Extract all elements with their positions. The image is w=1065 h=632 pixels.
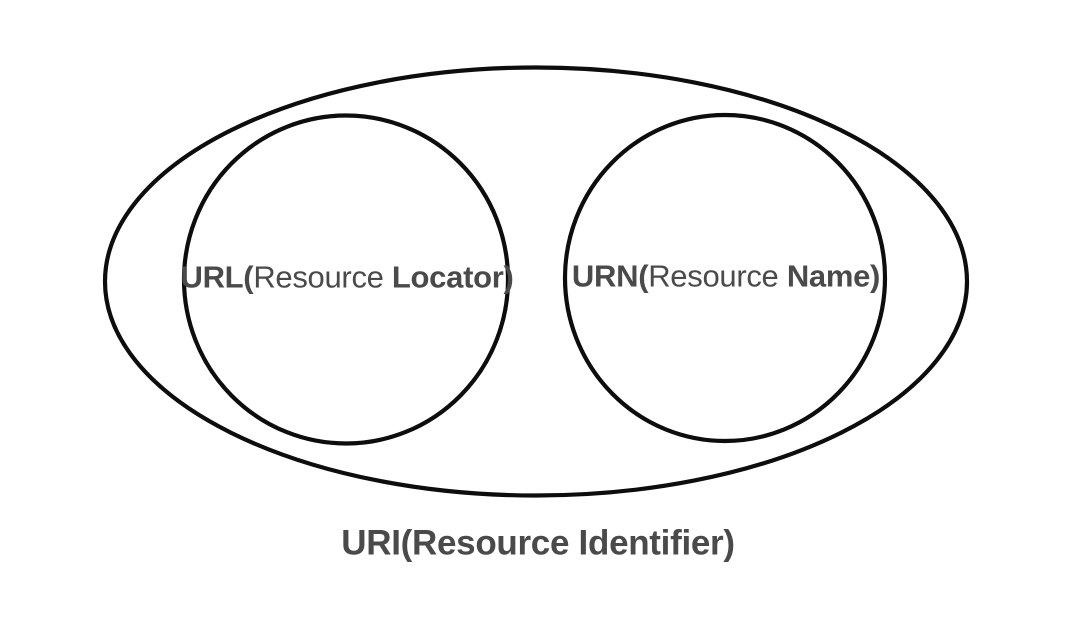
label-url-acronym: URL [180,259,244,295]
outer-ellipse-uri [102,65,970,498]
label-url-emphasis: Locator [391,259,504,295]
label-url-middle: Resource [253,259,392,295]
label-urn-middle: Resource [648,258,787,294]
label-urn: URN(Resource Name) [572,261,880,292]
label-uri: URI(Resource Identifier) [341,523,735,563]
label-url-close-paren: ) [503,259,514,295]
label-url-open-paren: ( [243,259,254,295]
inner-circle-url [181,113,511,446]
label-urn-emphasis: Name [786,258,871,294]
label-urn-open-paren: ( [638,258,649,294]
label-urn-close-paren: ) [870,258,881,294]
inner-circle-urn [562,112,888,444]
label-url: URL(Resource Locator) [180,262,513,293]
label-urn-acronym: URN [571,258,639,294]
